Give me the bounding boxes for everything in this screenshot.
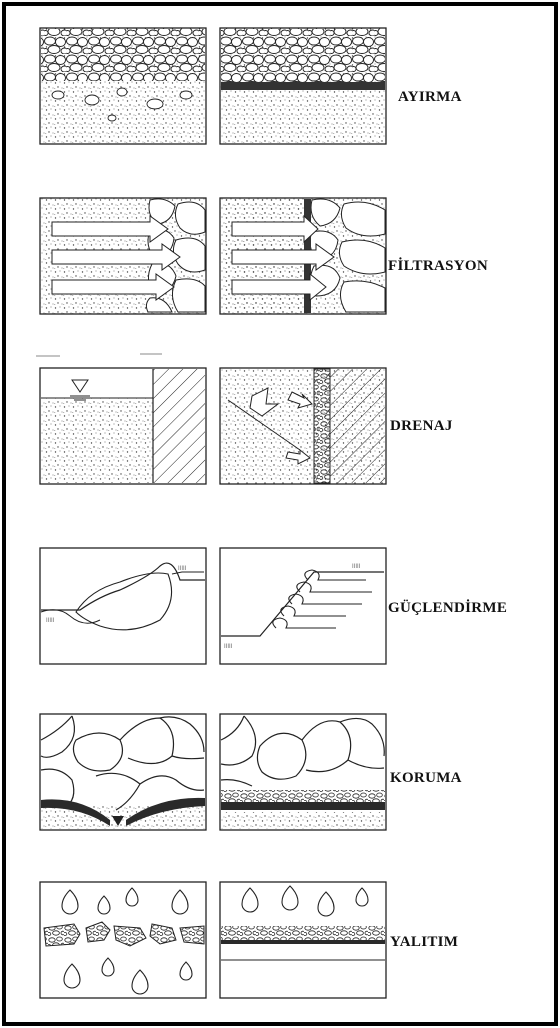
svg-text:IIIII: IIIII (46, 618, 55, 624)
label-separation: AYIRMA (398, 89, 462, 105)
protection-before-panel (40, 714, 206, 830)
sealing-after-panel (220, 882, 386, 998)
drainage-after-panel (220, 368, 386, 484)
filtration-after-panel (220, 198, 386, 314)
svg-text:IIIII: IIIII (352, 564, 361, 570)
svg-text:IIIII: IIIII (224, 644, 233, 650)
sealing-before-panel (40, 882, 206, 998)
label-sealing: YALITIM (390, 934, 458, 950)
filtration-before-panel (40, 198, 206, 314)
outer-border (4, 4, 556, 1024)
protection-after-panel (220, 714, 386, 830)
label-reinforcement: GÜÇLENDİRME (388, 599, 507, 616)
label-filtration: FİLTRASYON (388, 257, 488, 274)
label-drainage: DRENAJ (390, 418, 453, 434)
separation-before-panel (40, 28, 206, 144)
label-protection: KORUMA (390, 770, 462, 786)
separation-after-panel (220, 28, 386, 144)
drainage-before-panel (36, 354, 206, 484)
reinforcement-after-panel: IIIII IIIII (220, 548, 386, 664)
reinforcement-before-panel: IIIII IIIII (40, 548, 206, 664)
svg-text:IIIII: IIIII (178, 566, 187, 572)
